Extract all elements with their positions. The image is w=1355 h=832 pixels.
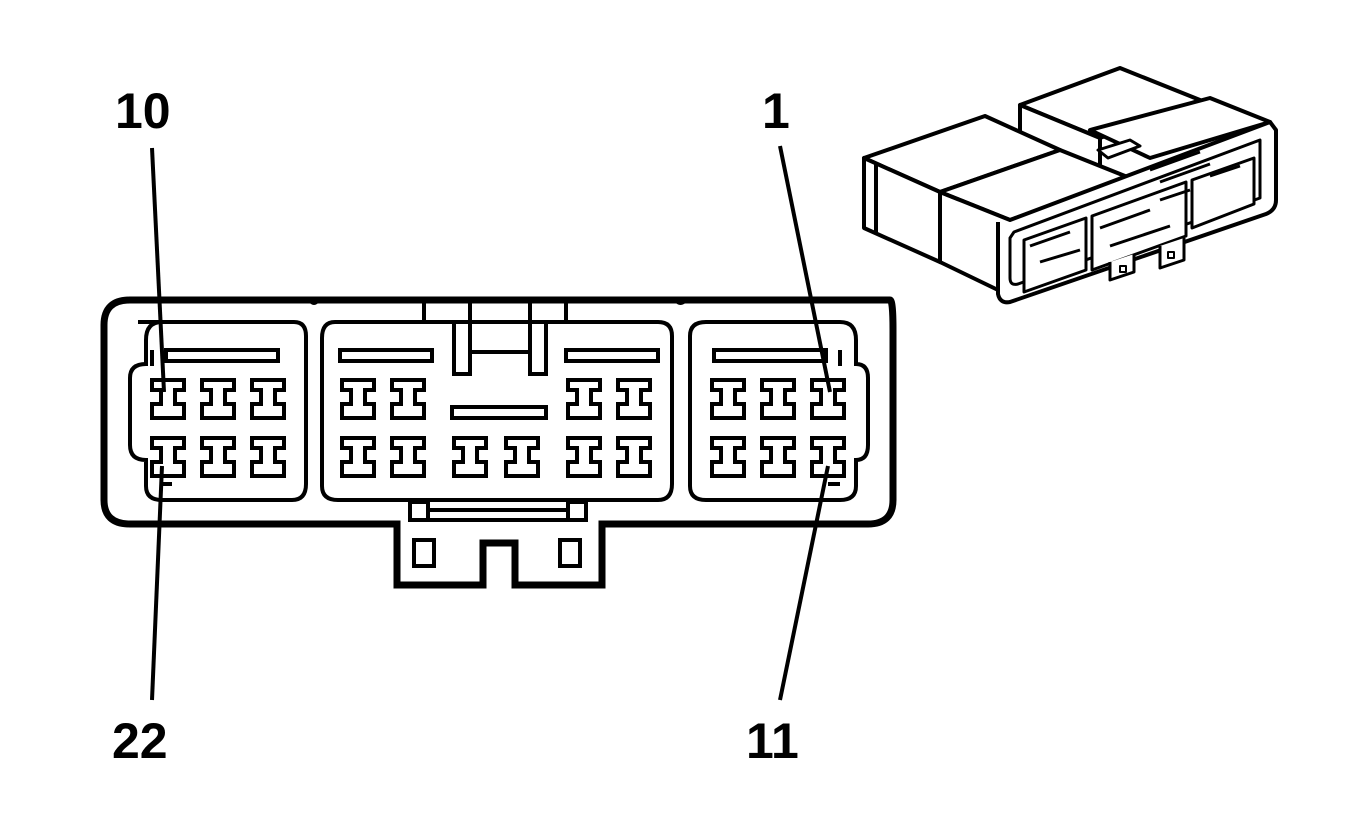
lower-window-left: [412, 538, 436, 568]
key-bar-mid-right: [564, 348, 660, 363]
leader-line-22: [150, 465, 164, 701]
pin-label-11: 11: [746, 713, 799, 769]
left-chamber: [128, 320, 308, 502]
lower-tab-bar: [428, 508, 568, 522]
middle-chamber: [320, 320, 674, 502]
connector-isometric-view: [862, 66, 1278, 305]
right-chamber: [688, 320, 870, 502]
pin-label-10: 10: [115, 83, 171, 139]
leader-line-1: [778, 145, 832, 393]
top-divider-left: [308, 298, 320, 305]
key-bar-left: [164, 348, 280, 363]
lower-window-right: [558, 538, 582, 568]
leader-lines: [150, 145, 832, 701]
connector-face-view: [100, 296, 897, 589]
key-bar-right: [712, 348, 828, 363]
housing-outline: [100, 296, 897, 589]
top-divider-right: [674, 298, 688, 305]
pin-label-22: 22: [112, 713, 168, 769]
pin-label-1: 1: [762, 83, 790, 139]
leader-line-11: [778, 465, 830, 701]
center-latch: [422, 300, 568, 376]
key-bar-center: [450, 405, 548, 420]
leader-line-10: [150, 147, 166, 393]
key-bar-mid-left: [338, 348, 434, 363]
